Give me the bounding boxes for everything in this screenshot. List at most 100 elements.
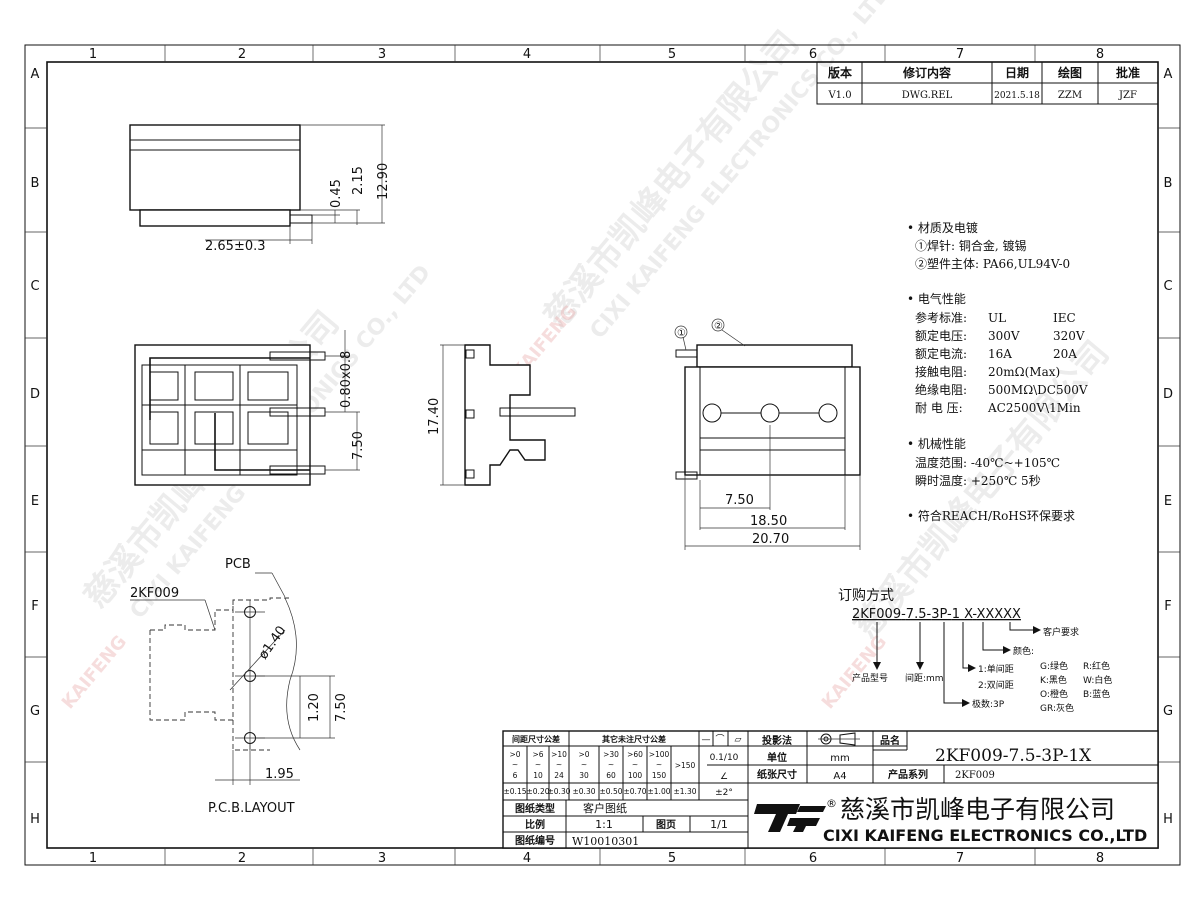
column-label: 4 — [523, 851, 531, 866]
dimension-label: 7.50 — [725, 493, 754, 508]
row-label: A — [31, 67, 40, 82]
svg-text:~: ~ — [556, 760, 562, 769]
range-to: 60 — [606, 771, 616, 780]
spec-value: 300V — [988, 329, 1020, 343]
spec-line: ①焊针: 铜合金, 镀锡 — [915, 238, 1027, 253]
drawing-number: W10010301 — [572, 835, 639, 848]
revision-header: 日期 — [1005, 65, 1029, 80]
color-option: K:黑色 — [1040, 674, 1067, 686]
ordering-code-text: 2KF009-7.5-3P-1 X-XXXXX — [852, 607, 1021, 622]
color-option: B:蓝色 — [1083, 688, 1110, 700]
column-label: 1 — [89, 851, 97, 866]
registered-mark: ® — [826, 797, 837, 810]
side-view: 0.80x0.8 7.50 — [134, 330, 366, 486]
row-label: C — [30, 279, 39, 294]
specifications: • 材质及电镀 ①焊针: 铜合金, 镀锡 ②塑件主体: PA66,UL94V-0… — [907, 221, 1088, 523]
projection-symbol — [818, 732, 860, 746]
row-label: G — [30, 704, 40, 719]
callout-1: ① — [677, 328, 686, 339]
color-option: GR:灰色 — [1040, 702, 1074, 714]
spec-line: ②塑件主体: PA66,UL94V-0 — [915, 256, 1070, 271]
range-to: 6 — [513, 771, 518, 780]
dimension-label: ø1.40 — [256, 623, 289, 662]
dimension-label: 1.20 — [307, 693, 322, 722]
svg-text:~: ~ — [632, 760, 638, 769]
name-label: 品名 — [880, 734, 900, 747]
ordering-label: 1:单间距 — [978, 663, 1014, 675]
column-label: 5 — [668, 851, 676, 866]
paper-value: A4 — [833, 771, 846, 782]
row-label: F — [31, 599, 38, 614]
row-label: C — [1163, 279, 1172, 294]
row-label: B — [1164, 176, 1173, 191]
ordering-code: 订购方式 2KF009-7.5-3P-1 X-XXXXX 产品型号 间距:mm … — [838, 588, 1112, 714]
dimension-label: 17.40 — [427, 398, 442, 435]
spec-value: 16A — [988, 347, 1012, 361]
row-label: H — [30, 812, 40, 827]
spec-value: 500MΩ\DC500V — [988, 383, 1088, 397]
row-label: E — [31, 494, 39, 509]
drawing-type-value: 客户图纸 — [583, 801, 627, 815]
number-label: 图纸编号 — [515, 834, 555, 847]
spec-label: 参考标准: — [915, 310, 967, 325]
projection-label: 投影法 — [762, 734, 792, 747]
angle-tolerance: ±2° — [715, 788, 733, 798]
column-label: 1 — [89, 47, 97, 62]
spec-value: IEC — [1053, 311, 1076, 325]
range-to: 10 — [533, 771, 543, 780]
dimension-label: 7.50 — [334, 693, 349, 722]
svg-text:~: ~ — [535, 760, 541, 769]
revision-table: 版本 修订内容 日期 绘图 批准 V1.0 DWG.REL 2021.5.18 … — [816, 61, 1159, 105]
tolerance-header: 间距尺寸公差 — [512, 734, 560, 744]
row-label: G — [1163, 704, 1173, 719]
ordering-label: 客户要求 — [1043, 626, 1079, 638]
product-name: 2KF009-7.5-3P-1X — [935, 746, 1092, 766]
straightness-symbol: — — [702, 735, 711, 745]
ordering-label: 极数:3P — [972, 698, 1005, 710]
column-label: 4 — [523, 47, 531, 62]
revision-cell: 2021.5.18 — [994, 91, 1040, 101]
page-value: 1/1 — [710, 818, 728, 831]
color-option: W:白色 — [1083, 674, 1112, 686]
dimension-label: 18.50 — [750, 514, 787, 529]
company-name-cn: 慈溪市凯峰电子有限公司 — [840, 795, 1115, 824]
spec-value: AC2500V\1Min — [987, 401, 1081, 415]
tolerance-value: ±0.70 — [624, 787, 647, 796]
section-view: 17.40 — [427, 344, 576, 486]
watermark-text-en: CIXI KAIFENG ELECTRONICS CO., LTD — [585, 0, 896, 344]
svg-text:~: ~ — [656, 760, 662, 769]
dimension-label: 0.80x0.8 — [339, 351, 354, 408]
revision-cell: JZF — [1118, 90, 1137, 101]
column-label: 5 — [668, 47, 676, 62]
spec-value: UL — [988, 311, 1006, 325]
ordering-label: 颜色: — [1013, 645, 1034, 657]
range-from: >100 — [649, 750, 670, 759]
pcb-layout-title: P.C.B.LAYOUT — [208, 801, 295, 816]
ordering-label: 产品型号 — [852, 672, 888, 684]
spec-line: 瞬时温度: +250℃ 5秒 — [915, 473, 1041, 488]
profile-symbol: ⌒ — [715, 734, 724, 745]
dimension-label: 1.95 — [265, 767, 294, 782]
tolerance-value: ±1.00 — [648, 787, 671, 796]
column-label: 7 — [956, 47, 964, 62]
color-option: O:橙色 — [1040, 688, 1068, 700]
row-label: D — [30, 387, 40, 402]
spec-heading: • 材质及电镀 — [907, 221, 978, 235]
range-from: >30 — [603, 750, 619, 759]
dimension-label: 0.45 — [329, 179, 344, 208]
flatness-symbol: ▱ — [735, 735, 742, 745]
svg-text:~: ~ — [581, 760, 587, 769]
watermark-text-cn: 慈溪市凯峰电子有限公司 — [536, 24, 807, 336]
range-to: 30 — [579, 771, 589, 780]
dimension-label: 2.65±0.3 — [205, 239, 266, 254]
drawing-type-label: 图纸类型 — [515, 802, 555, 815]
company-name-en: CIXI KAIFENG ELECTRONICS CO.,LTD — [823, 826, 1147, 845]
spec-heading: • 符合REACH/RoHS环保要求 — [907, 508, 1075, 523]
column-label: 8 — [1096, 47, 1104, 62]
dimension-label: 7.50 — [351, 431, 366, 460]
paper-label: 纸张尺寸 — [757, 768, 797, 781]
ordering-label: 2:双间距 — [978, 679, 1014, 691]
column-label: 8 — [1096, 851, 1104, 866]
front-view: ① ② 7.50 18.50 20.70 — [674, 318, 861, 550]
